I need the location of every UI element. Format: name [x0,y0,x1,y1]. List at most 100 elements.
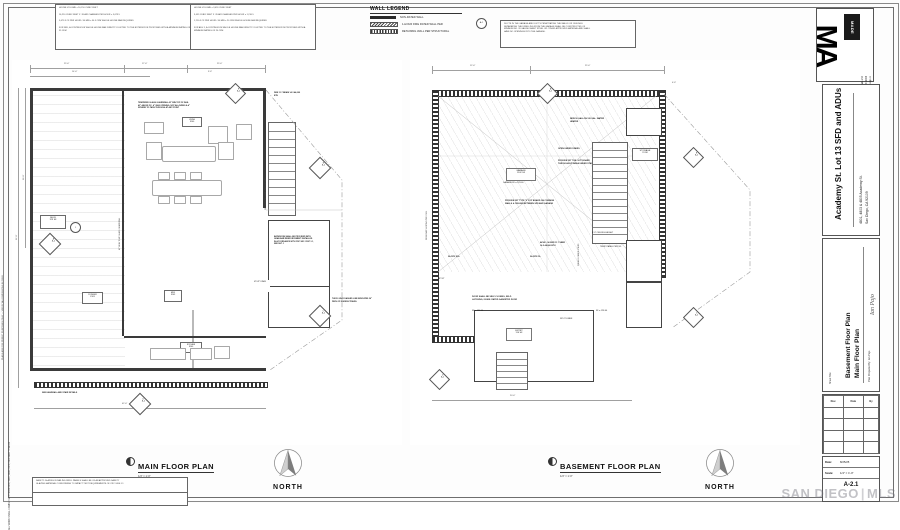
basement-floor-plan-drawing: 12'-0" 25'-0" 4'-6" DRIVEWAY SLOPING PER… [410,60,800,445]
room-living-tag: LIVING F100 [182,117,202,127]
room-name: GARAGE [516,169,526,172]
furniture-dining-chair [190,196,202,204]
note-line: 16,210 CUBIC FEET X .35 AIR CHANGES PER … [59,13,120,16]
note-line: HOUSE VOLUME = 3,459 CUBIC FEET [194,7,232,9]
safety-glazing-note-2 [32,492,188,506]
legend-swatch-firerated [370,21,398,27]
room-area: F100 [188,345,194,348]
note-line: 1,210.5 CF PER HOUR / 60 MIN = 20 CFM WH… [194,20,267,23]
annotation-garage-ff: GARAGE FF = 123.00 [503,182,524,184]
dim-label: 3'-6" [208,71,213,73]
annotation-egress: THICK GRAY DASHED LINE INDICATES 36" PAT… [332,298,372,303]
sheet-inner-border [8,7,894,498]
firm-logo-mark: MA [817,14,847,74]
dim-label: 4'-6" [672,82,677,84]
wall-legend-underline [370,13,462,14]
furniture-counter [190,348,212,360]
wall-legend-item-0: NON-RATED WALL [370,16,490,20]
dim-label: 20'-0" [510,395,516,397]
north-arrow-icon [706,449,734,477]
annotation-ff-123: FF = 123.00 [472,310,484,312]
scale-row: Scale: 1/4" = 1'-0" [823,468,879,479]
room-name: KITCHEN [186,343,196,346]
furniture-dining-chair [174,172,186,180]
furniture-dining-chair [190,172,202,180]
project-address-line-2: San Diego, CA 92109 [865,191,869,224]
garage-duct-note: DUCTS IN THE GARAGE AND DUCTS PENETRATIN… [500,20,636,48]
revision-cell [823,429,844,443]
dim-label: 14'-0" [72,71,78,73]
room-storage-tag: STORAGE 74 SF [632,148,658,161]
main-floor-plan-drawing: 25'-0" 17'-0" 25'-0" 14'-0" 3'-6" 32'-0"… [12,60,402,445]
table-row[interactable] [823,429,879,443]
dim-label: 17'-0" [142,63,148,65]
dim-label: 25'-0" [585,65,591,67]
annotation-guardrail: TEMPERED GLASS GUARDRAIL 42" MIN TOP OF … [138,102,190,110]
revision-cell [863,418,879,431]
furniture-dining-chair [174,196,186,204]
annotation-slope-10: SLOPE 10% [448,256,460,258]
wall-legend: WALL LEGEND NON-RATED WALL 1-HOUR FIRE R… [370,6,490,35]
table-row[interactable] [823,418,879,431]
lot-boundary-basement [663,93,751,329]
date-label: Date: [825,460,832,464]
table-row[interactable] [823,406,879,420]
prepared-by-line: Plan Prepared By: Ian Pajo [868,351,871,382]
sheet-outer-border [3,3,899,502]
note-line: MINIMUM NO. 26 GAUGE SHEET STEEL OR OTHE… [504,28,591,31]
firm-badge-text: MADE [849,20,855,34]
legend-label: 1-HOUR FIRE RATED WALL PER [402,22,443,26]
date-row: Date: 8/25/25 [823,457,879,468]
furniture-dining-table [152,180,222,196]
north-arrow-main: NORTH [268,448,308,491]
table-row[interactable] [823,441,879,454]
plan-title-bubble-icon [548,457,557,466]
revision-table-cell: Rev. Date By [822,394,880,454]
revision-header-row: Rev. Date By [823,395,879,408]
plan-scale-text: 1/4" = 1'-0" [560,475,573,479]
revision-table: Rev. Date By [823,395,879,454]
annotation-split-linen: SPLIT LINEN [560,318,573,320]
firm-address-line: (760) 888-0317 www.madedesign.co [870,76,872,113]
room-name: POWDER [88,293,97,296]
legend-swatch-retaining [370,29,398,35]
revision-header-rev: Rev. [823,395,844,408]
furniture-range [214,346,230,359]
dim-label: 12'-0" [470,65,476,67]
retaining-wall-right [659,90,666,278]
plan-scale-text: 1/4" = 1'-0" [138,475,214,478]
room-name: STORAGE [639,149,651,152]
project-title-text: Academy St. Lot 13 SFD and ADUs [834,87,843,220]
room-name: MUD [170,291,176,294]
revision-cell [842,441,865,454]
note-line: FOR SFD, A CONTINUOUS WHOLE HOUSE FAN DI… [59,27,191,32]
revision-header-date: Date [842,395,865,408]
revision-header-by: By [863,395,879,408]
note-line: DUCTS IN THE GARAGE AND DUCTS PENETRATIN… [504,23,583,25]
ventilation-note-sfd: HOUSE VOLUME = 16,210 CUBIC FEET 16,210 … [55,4,196,50]
room-area: 123 SF [49,219,57,222]
scale-label: Scale: [825,471,834,475]
stair-run-basement [592,142,628,244]
project-address-line-1: 4801, 4803 & 4805 Academy St. [859,175,863,224]
wall-legend-title: WALL LEGEND [370,6,410,12]
room-name: UTILITY YARD [253,280,267,283]
drawing-sheet: PLANS ARE FOR PERMIT PURPOSES ONLY — VER… [2,3,899,530]
ventilation-note-adu: HOUSE VOLUME = 3,459 CUBIC FEET 3,459 CU… [190,4,316,50]
annotation-water-heater: NEW 50 GALLON 120 GAL. WATER HEATER [570,118,605,123]
date-value: 8/25/25 [840,460,850,464]
detail-bubble-a1: A-1 [476,18,487,29]
bubble-ref: A-1 [479,22,484,25]
annotation-open-under-stairs: OPEN UNDER STAIRS [558,148,580,150]
furniture-sofa [162,146,216,162]
annotation-ff-128: FF = 128.00 [596,310,608,312]
annotation-garage-door-rating: DOOR SHALL BE SELF-CLOSING, SELF-LATCHIN… [472,296,517,301]
sheet-divider [863,247,864,383]
note-line: 3,459 CUBIC FEET X .35 AIR CHANGES PER H… [194,13,254,16]
room-area: F103 [170,293,176,296]
prepared-by-value: Ian Pajo [868,350,871,361]
revision-cell [842,429,865,443]
annotation-temp-panel: UP 18" [438,278,445,280]
sheet-title-cell: Sheet Title: Basement Floor Plan Main Fl… [822,238,880,392]
wall-legend-item-2: RETAINING WALL PER STRUCTURAL [370,29,490,35]
